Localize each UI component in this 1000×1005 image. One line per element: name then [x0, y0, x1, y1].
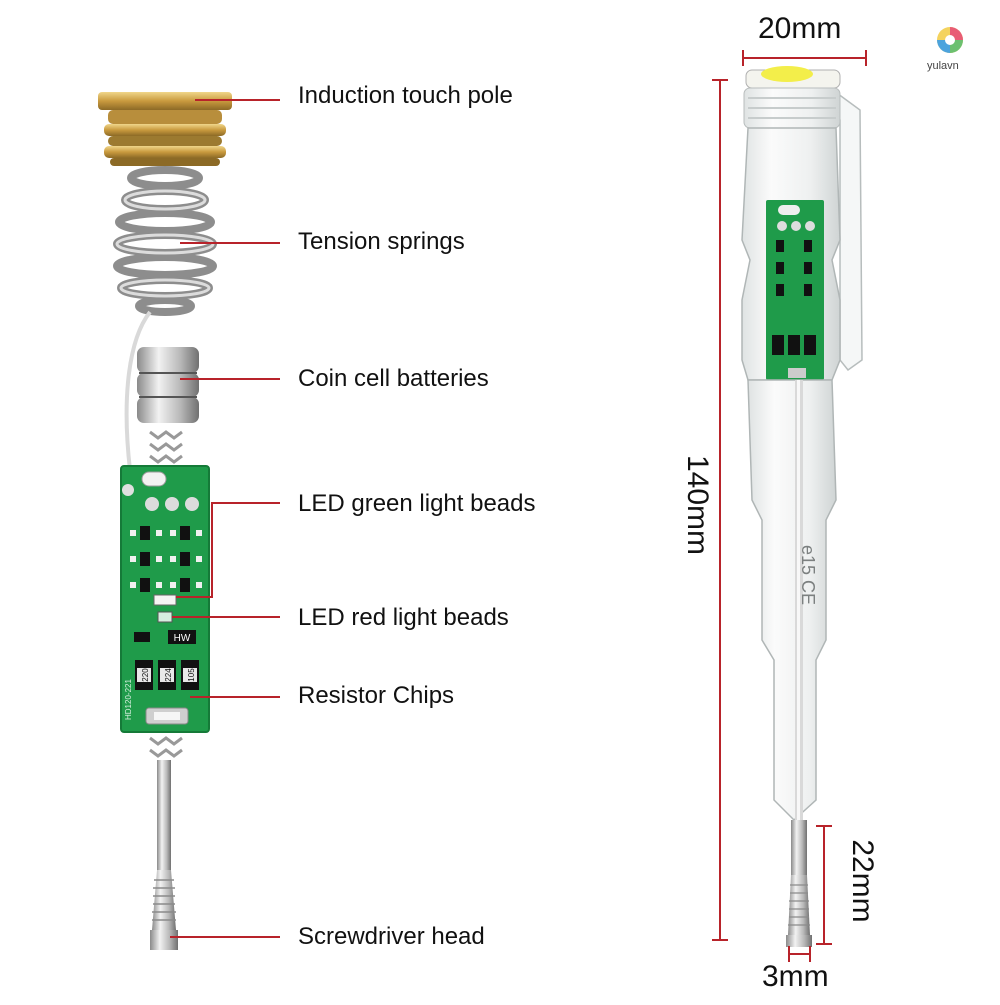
- brand-name: yulavn: [927, 60, 959, 72]
- resistor-1-value: 220: [141, 668, 150, 682]
- label-tension-springs: Tension springs: [298, 228, 465, 255]
- battery-part: [137, 347, 199, 423]
- label-screwdriver-head: Screwdriver head: [298, 923, 485, 950]
- label-resistor-chips: Resistor Chips: [298, 682, 455, 709]
- assembled-tester: e15 CE: [741, 66, 863, 947]
- pcb-part: HW 220 224 105 HD120-221: [120, 465, 210, 733]
- label-led-green: LED green light beads: [298, 490, 536, 517]
- label-led-red: LED red light beads: [298, 604, 509, 631]
- dim-total-length: 140mm: [681, 454, 714, 556]
- touch-pole-part: [98, 92, 232, 166]
- brand-logo-icon: [937, 27, 963, 53]
- pcb-model: HD120-221: [124, 679, 133, 720]
- leader-lines: [170, 99, 280, 938]
- side-marking: e15 CE: [798, 545, 818, 605]
- dimension-lines: [712, 50, 867, 962]
- label-induction-touch-pole: Induction touch pole: [298, 82, 513, 109]
- dim-tip-width: 3mm: [762, 960, 829, 993]
- dim-width-top: 20mm: [758, 12, 842, 45]
- chip-marking: HW: [174, 633, 191, 644]
- resistor-3-value: 105: [187, 668, 196, 682]
- label-coin-cell-batteries: Coin cell batteries: [298, 365, 489, 392]
- resistor-2-value: 224: [164, 668, 173, 682]
- dim-tip-length: 22mm: [846, 839, 879, 923]
- screwdriver-part: [150, 760, 178, 950]
